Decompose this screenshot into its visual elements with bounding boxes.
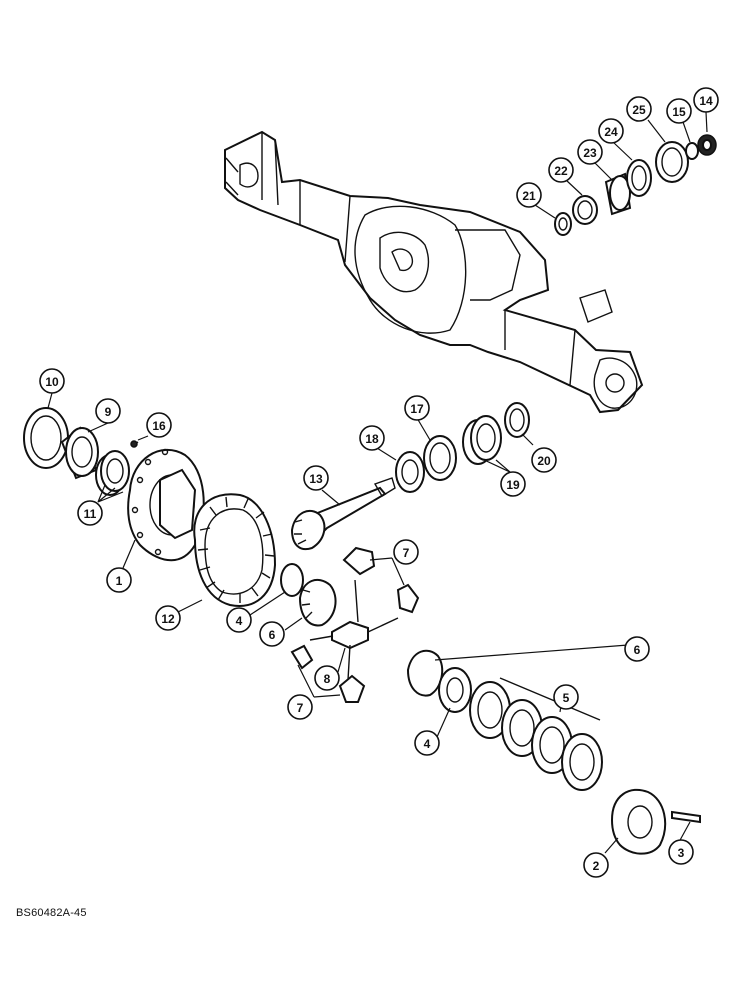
callout-14: 14 bbox=[693, 87, 719, 113]
part-18-bearing bbox=[395, 451, 425, 493]
part-8-spider bbox=[331, 620, 369, 650]
svg-text:24: 24 bbox=[604, 125, 618, 139]
clutch-pack bbox=[406, 649, 701, 855]
svg-text:18: 18 bbox=[365, 432, 379, 446]
callout-4-left: 4 bbox=[226, 607, 252, 633]
callout-4-right: 4 bbox=[414, 730, 440, 756]
svg-text:16: 16 bbox=[152, 419, 166, 433]
part-7-pinion-top bbox=[342, 546, 376, 576]
callout-19: 19 bbox=[500, 471, 526, 497]
callout-7-bottom: 7 bbox=[287, 694, 313, 720]
left-bearing-set bbox=[23, 407, 139, 496]
axle-housing bbox=[224, 130, 644, 414]
callout-18: 18 bbox=[359, 425, 385, 451]
part-22-seal bbox=[572, 195, 598, 225]
callout-21: 21 bbox=[516, 182, 542, 208]
part-16-bolt bbox=[130, 440, 138, 448]
callout-3: 3 bbox=[668, 839, 694, 865]
svg-text:19: 19 bbox=[506, 478, 520, 492]
ring-gear bbox=[193, 493, 304, 607]
callout-23: 23 bbox=[577, 139, 603, 165]
part-17-cup bbox=[423, 435, 457, 481]
callout-2: 2 bbox=[583, 852, 609, 878]
svg-text:2: 2 bbox=[593, 859, 600, 873]
svg-text:7: 7 bbox=[297, 701, 304, 715]
svg-text:6: 6 bbox=[634, 643, 641, 657]
part-7-pinion-right bbox=[396, 583, 420, 614]
part-21-nut bbox=[554, 212, 572, 236]
callout-8: 8 bbox=[314, 665, 340, 691]
callout-16: 16 bbox=[146, 412, 172, 438]
callout-10: 10 bbox=[39, 368, 65, 394]
svg-text:10: 10 bbox=[45, 375, 59, 389]
callout-17: 17 bbox=[404, 395, 430, 421]
part-24-cup bbox=[626, 159, 652, 197]
callout-6-left: 6 bbox=[259, 621, 285, 647]
svg-text:9: 9 bbox=[105, 405, 112, 419]
part-20-seal bbox=[504, 402, 530, 438]
differential-gears bbox=[290, 546, 420, 703]
pinion-bearing-set bbox=[554, 134, 717, 236]
svg-text:15: 15 bbox=[672, 105, 686, 119]
callout-1: 1 bbox=[106, 567, 132, 593]
svg-text:3: 3 bbox=[678, 846, 685, 860]
svg-text:25: 25 bbox=[632, 103, 646, 117]
svg-text:12: 12 bbox=[161, 612, 175, 626]
pinion-shaft bbox=[290, 402, 530, 550]
svg-text:23: 23 bbox=[583, 146, 597, 160]
svg-text:4: 4 bbox=[236, 614, 243, 628]
part-3-bolt bbox=[671, 810, 701, 824]
callout-5: 5 bbox=[553, 684, 579, 710]
callout-12: 12 bbox=[155, 605, 181, 631]
svg-text:20: 20 bbox=[537, 454, 551, 468]
svg-text:7: 7 bbox=[403, 546, 410, 560]
part-6-side-gear-right bbox=[406, 649, 444, 697]
svg-text:1: 1 bbox=[116, 574, 123, 588]
svg-text:8: 8 bbox=[324, 672, 331, 686]
svg-text:6: 6 bbox=[269, 628, 276, 642]
callout-24: 24 bbox=[598, 118, 624, 144]
svg-text:14: 14 bbox=[699, 94, 713, 108]
svg-text:21: 21 bbox=[522, 189, 536, 203]
part-7-pinion-left bbox=[290, 644, 314, 670]
callout-25: 25 bbox=[626, 96, 652, 122]
callout-6-right: 6 bbox=[624, 636, 650, 662]
part-4-thrust-washer bbox=[280, 563, 304, 597]
callout-15: 15 bbox=[666, 98, 692, 124]
svg-text:13: 13 bbox=[309, 472, 323, 486]
part-25-cup bbox=[655, 141, 689, 183]
callout-13: 13 bbox=[303, 465, 329, 491]
svg-text:4: 4 bbox=[424, 737, 431, 751]
part-4-washer-right bbox=[438, 667, 472, 713]
callout-11: 11 bbox=[77, 500, 103, 526]
svg-text:5: 5 bbox=[563, 691, 570, 705]
svg-text:17: 17 bbox=[410, 402, 424, 416]
part-7-pinion-bottom bbox=[338, 674, 366, 703]
callout-9: 9 bbox=[95, 398, 121, 424]
svg-text:22: 22 bbox=[554, 164, 568, 178]
part-6-side-gear bbox=[298, 578, 337, 627]
differential-flange bbox=[127, 448, 205, 562]
part-15-washer bbox=[685, 142, 699, 160]
svg-text:11: 11 bbox=[84, 507, 97, 521]
part-2-case bbox=[610, 788, 667, 855]
figure-code: BS60482A-45 bbox=[16, 907, 87, 919]
callout-7-top: 7 bbox=[393, 539, 419, 565]
leader-lines bbox=[47, 111, 708, 854]
callout-22: 22 bbox=[548, 157, 574, 183]
callout-20: 20 bbox=[531, 447, 557, 473]
callouts: 14 15 25 24 23 22 21 10 9 16 11 1 17 18 … bbox=[39, 87, 719, 878]
